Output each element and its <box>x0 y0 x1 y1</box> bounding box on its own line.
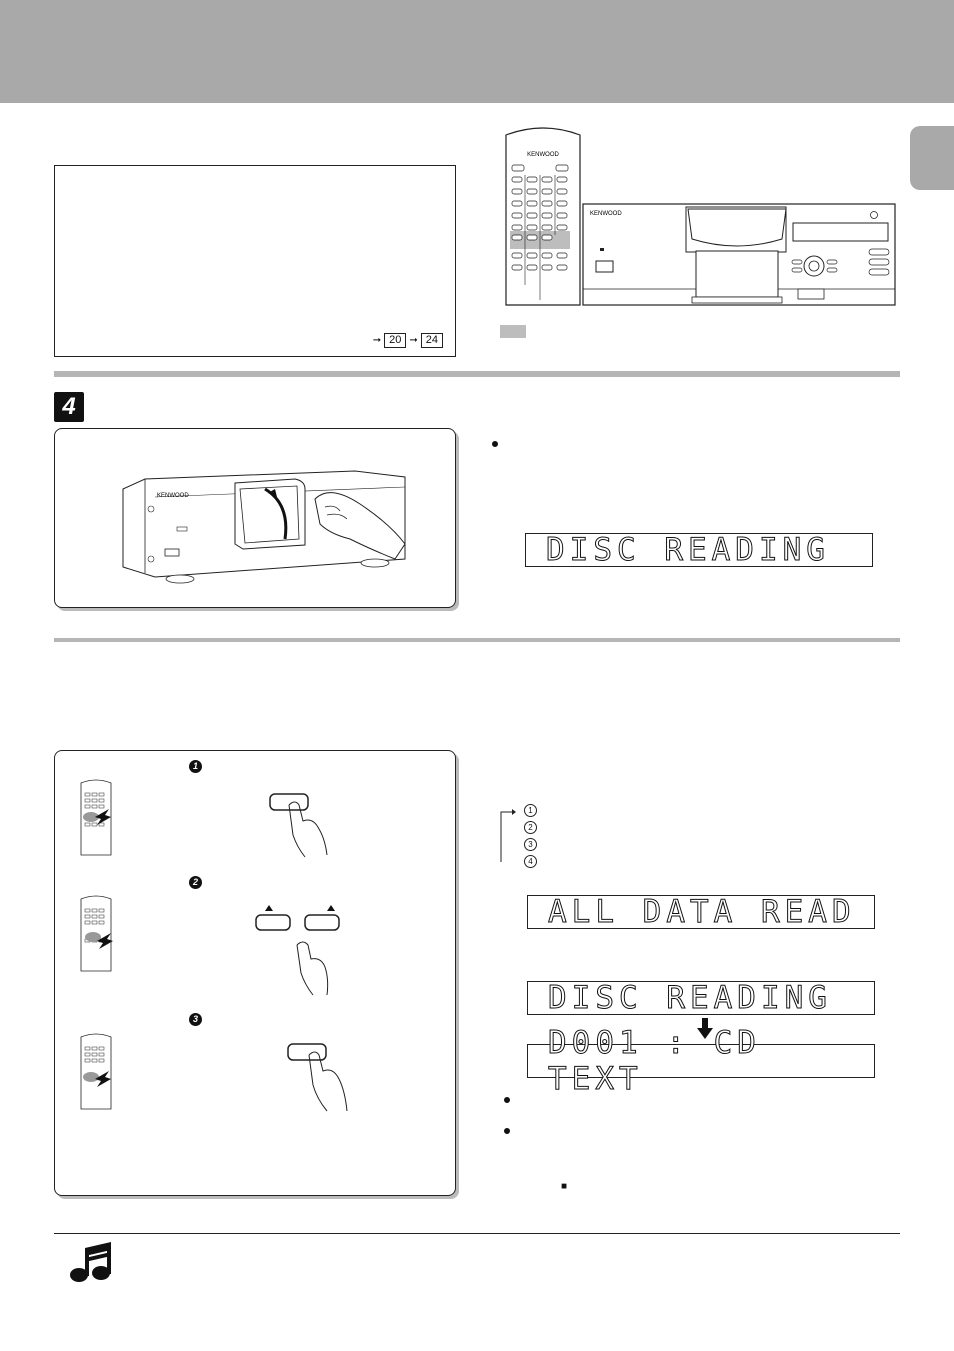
step-badge: 4 <box>54 392 84 422</box>
highlight-key-swatch <box>500 325 526 338</box>
stop-icon: ■ <box>561 1181 568 1192</box>
remote-thumbnail <box>80 779 112 856</box>
header-band <box>0 0 954 103</box>
lcd-display-all-data-read: ALL DATA READ <box>527 894 875 931</box>
finger-press-up-down-buttons <box>255 905 340 996</box>
arrow-icon: ➞ <box>372 335 382 346</box>
section-divider <box>54 638 900 642</box>
list-marker: 1 <box>524 804 537 817</box>
arrow-icon: ➞ <box>409 335 418 346</box>
remote-thumbnail <box>80 895 113 972</box>
list-marker: 4 <box>524 855 537 868</box>
cd-changer-illustration: KENWOOD <box>122 470 406 584</box>
page-ref-24[interactable]: 24 <box>420 333 443 348</box>
remote-brand: KENWOOD <box>527 152 559 158</box>
note-divider <box>54 1233 900 1234</box>
step-number: 2 <box>189 876 202 889</box>
step4-illustration-box: KENWOOD <box>54 428 456 608</box>
finger-press-button-1 <box>269 793 328 858</box>
remote-thumbnail <box>80 1033 112 1110</box>
cd-player-illustration: KENWOOD <box>582 203 896 306</box>
bullet-marker <box>492 441 498 447</box>
finger-press-button-3 <box>287 1043 348 1112</box>
lcd-display-disc-reading-2: DISC READING <box>527 980 875 1017</box>
step-number: 3 <box>189 1013 202 1026</box>
page-ref-group: ➞ 20 ➞ 24 <box>373 333 443 348</box>
bullet-marker <box>504 1097 510 1103</box>
remote-control-illustration: KENWOOD <box>505 127 581 306</box>
section-divider <box>54 371 900 377</box>
bullet-marker <box>504 1128 510 1134</box>
list-marker: 3 <box>524 838 537 851</box>
remote-steps-box: 1 2 3 <box>54 750 456 1196</box>
info-box: ➞ 20 ➞ 24 <box>54 165 456 357</box>
changer-brand: KENWOOD <box>157 493 189 499</box>
down-arrow-icon <box>697 1018 713 1039</box>
step-number: 1 <box>189 760 202 773</box>
lcd-display-cd-text: D001 : CD TEXT <box>527 1025 875 1098</box>
cycle-arrow-icon <box>500 809 516 862</box>
lcd-display-disc-reading: DISC READING <box>525 532 873 569</box>
cycle-list: 1 2 3 4 <box>524 804 537 868</box>
page-ref-20[interactable]: 20 <box>384 333 407 348</box>
music-note-icon <box>70 1242 111 1282</box>
section-tab <box>910 126 954 190</box>
list-marker: 2 <box>524 821 537 834</box>
player-brand: KENWOOD <box>590 211 622 217</box>
